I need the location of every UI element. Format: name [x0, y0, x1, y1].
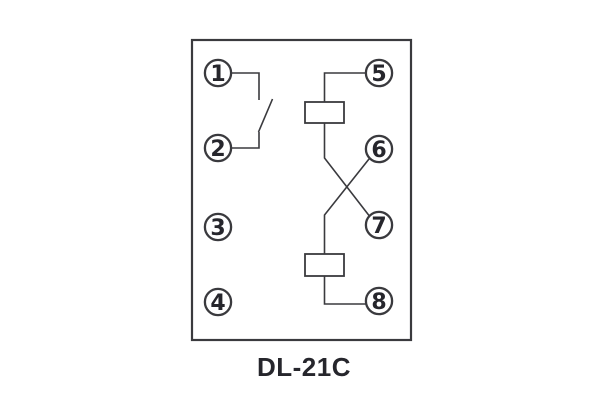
wire-upper-coil-to-terminal7: [323, 123, 370, 216]
diagram-title: DL-21C: [257, 352, 351, 382]
terminal-8-label: 8: [371, 290, 386, 315]
relay-case-outline: [190, 38, 413, 342]
upper-coil-symbol: [304, 101, 345, 124]
terminal-4-circle: [203, 287, 233, 317]
terminal-2-circle: [203, 133, 233, 163]
wire-terminal5-to-upper-coil: [323, 72, 365, 102]
terminal-3-label: 3: [210, 216, 225, 241]
wire-lower-coil-to-terminal8: [323, 276, 366, 305]
lower-coil-symbol: [304, 253, 345, 277]
terminal-5-circle: [364, 58, 394, 88]
terminal-2-label: 2: [210, 137, 225, 162]
terminal-6-circle: [364, 134, 394, 164]
terminal-1-circle: [203, 58, 233, 88]
terminal-5-label: 5: [371, 62, 386, 87]
terminal-8-circle: [364, 286, 394, 316]
terminal-3-circle: [203, 212, 233, 242]
terminal-4-label: 4: [210, 291, 225, 316]
terminal-7-label: 7: [371, 214, 386, 239]
terminal-6-label: 6: [371, 138, 386, 163]
terminal-7-circle: [364, 210, 394, 240]
terminal-1-label: 1: [210, 62, 225, 87]
switch-blade: [257, 98, 274, 133]
wire-terminal2-to-contact: [232, 132, 260, 149]
wire-terminal6-to-lower-coil: [323, 158, 370, 254]
wire-terminal1-to-contact: [232, 72, 260, 100]
